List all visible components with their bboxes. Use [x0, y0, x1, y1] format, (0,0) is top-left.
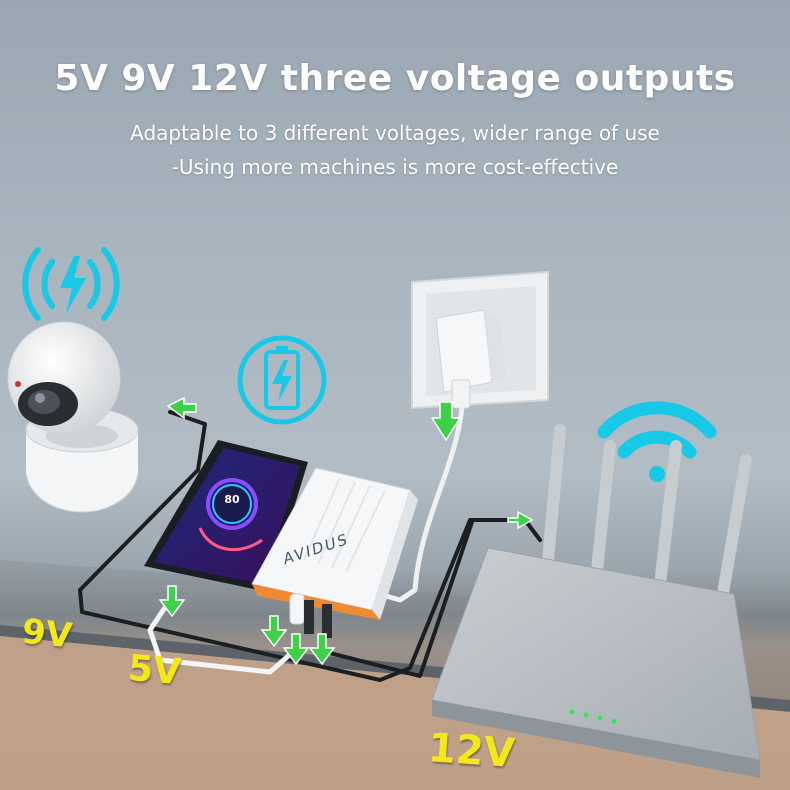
wall-charger	[435, 309, 506, 409]
subtitle-line-2: -Using more machines is more cost-effect…	[171, 155, 619, 179]
wifi-icon	[597, 401, 717, 482]
battery-charging-icon	[237, 335, 327, 425]
security-camera	[7, 321, 139, 513]
subtitle-line-1: Adaptable to 3 different voltages, wider…	[130, 121, 660, 145]
power-bank	[251, 467, 418, 638]
router	[431, 547, 761, 778]
voltage-label-5v: 5V	[126, 647, 183, 694]
green-charge-arrow-icon	[158, 396, 534, 666]
voltage-label-9v: 9V	[20, 611, 74, 657]
phone-battery-readout: 80	[224, 493, 240, 506]
voltage-label-12v: 12V	[426, 725, 517, 777]
cables	[78, 405, 542, 682]
signal-waves-bolt-icon	[22, 247, 120, 321]
smartphone	[144, 440, 308, 592]
page-title: 5V 9V 12V three voltage outputs	[54, 58, 736, 99]
router-antennas	[542, 424, 752, 616]
